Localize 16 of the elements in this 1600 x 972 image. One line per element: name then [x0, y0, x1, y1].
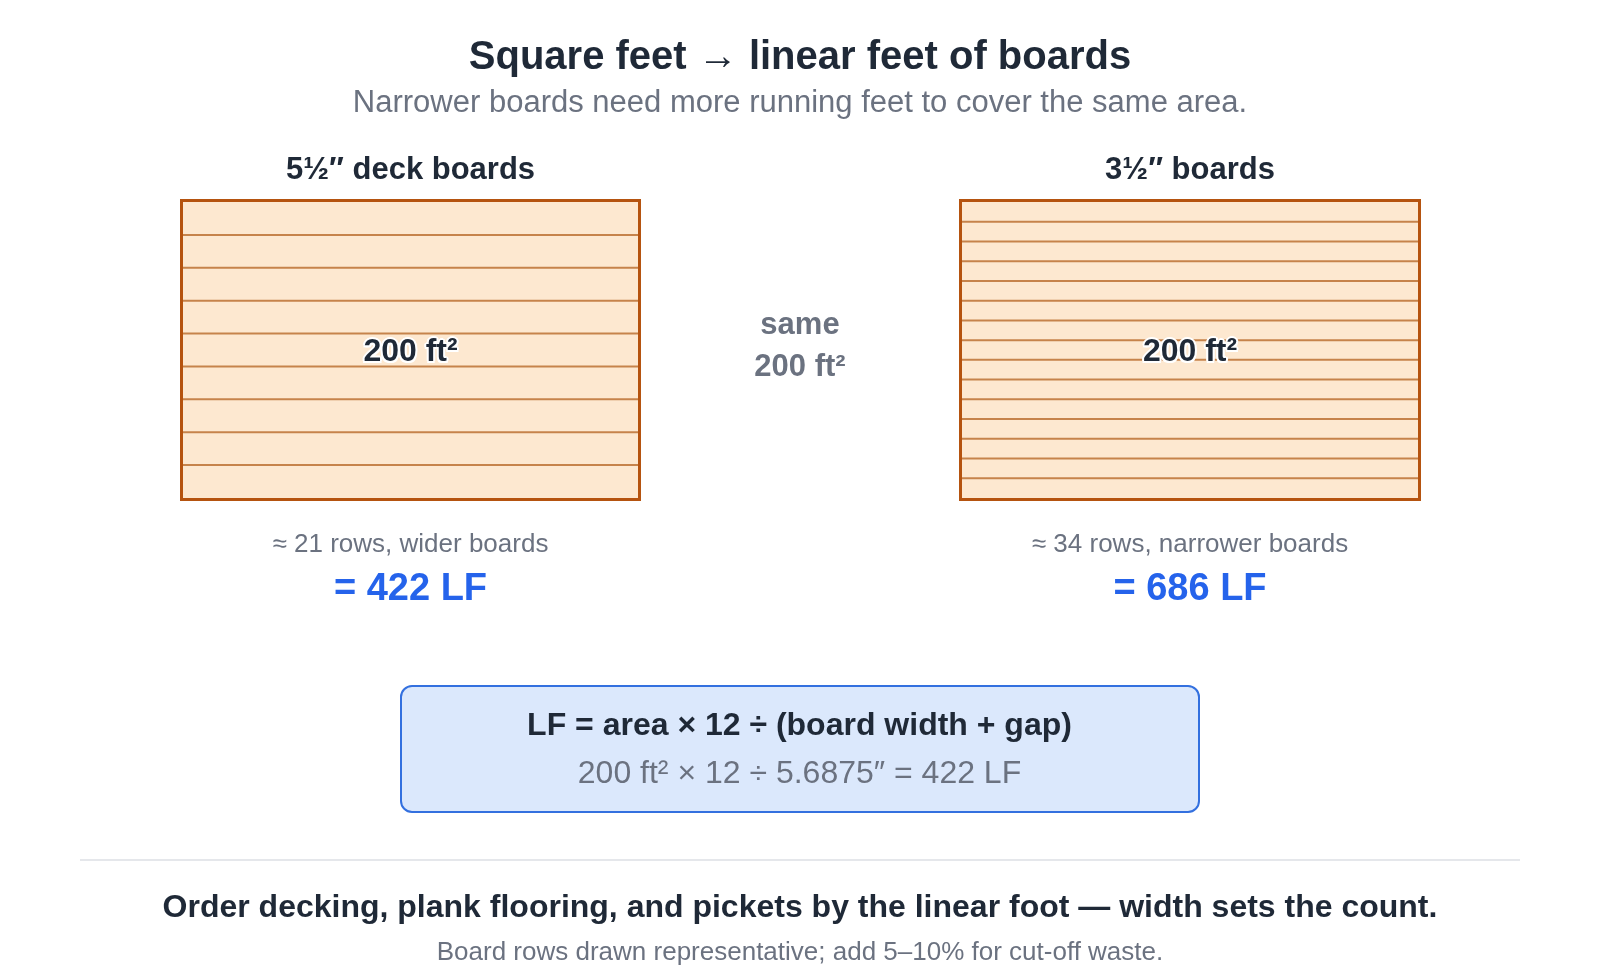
- row-count-note: ≈ 34 rows, narrower boards: [1031, 528, 1349, 560]
- linear-feet-result: = 422 LF: [333, 565, 488, 611]
- example-calculation: 200 ft² × 12 ÷ 5.6875″ = 422 LF: [577, 753, 1022, 792]
- comparison-note: same 200 ft²: [753, 305, 847, 385]
- area-label: 200 ft²: [363, 330, 458, 370]
- row-count-note: ≈ 21 rows, wider boards: [272, 528, 549, 560]
- formula-text: LF = area × 12 ÷ (board width + gap): [527, 705, 1072, 744]
- diagram-title: Square feet → linear feet of boards: [468, 32, 1132, 79]
- footnote-text: Board rows drawn representative; add 5–10% for cut-off waste.: [436, 936, 1164, 968]
- panel-heading: 3½″ boards: [1105, 150, 1275, 188]
- summary-text: Order decking, plank flooring, and pickets by the linear foot — width sets the count.: [162, 886, 1438, 926]
- subtitle-text: Narrower boards need more running feet to cover the same area.: [352, 83, 1248, 121]
- area-label: 200 ft²: [1142, 330, 1238, 370]
- panel-heading: 5½″ deck boards: [285, 150, 536, 188]
- linear-feet-result: = 686 LF: [1113, 565, 1267, 611]
- formula-box: [400, 685, 1200, 813]
